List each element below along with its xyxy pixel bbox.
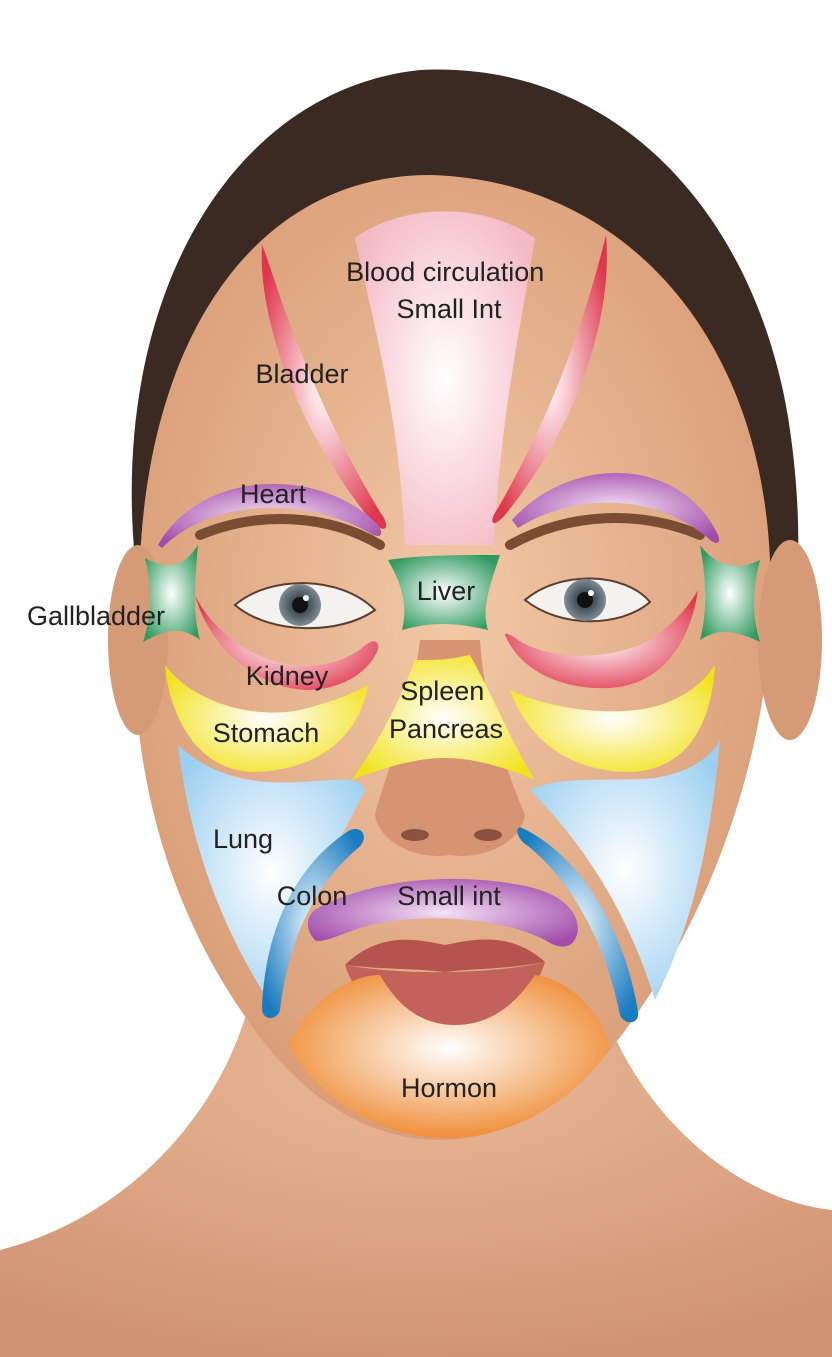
label-small-int: Small int	[397, 881, 501, 911]
left-nostril	[401, 829, 429, 841]
right-nostril	[474, 829, 502, 841]
label-liver: Liver	[417, 576, 476, 606]
label-lung: Lung	[213, 824, 273, 854]
label-hormon: Hormon	[401, 1073, 497, 1103]
label-gallbladder: Gallbladder	[27, 601, 165, 631]
label-heart: Heart	[240, 479, 307, 509]
label-bladder: Bladder	[255, 359, 348, 389]
label-kidney: Kidney	[246, 661, 329, 691]
right-ear	[758, 540, 822, 740]
label-colon: Colon	[277, 881, 348, 911]
label-stomach: Stomach	[213, 718, 320, 748]
